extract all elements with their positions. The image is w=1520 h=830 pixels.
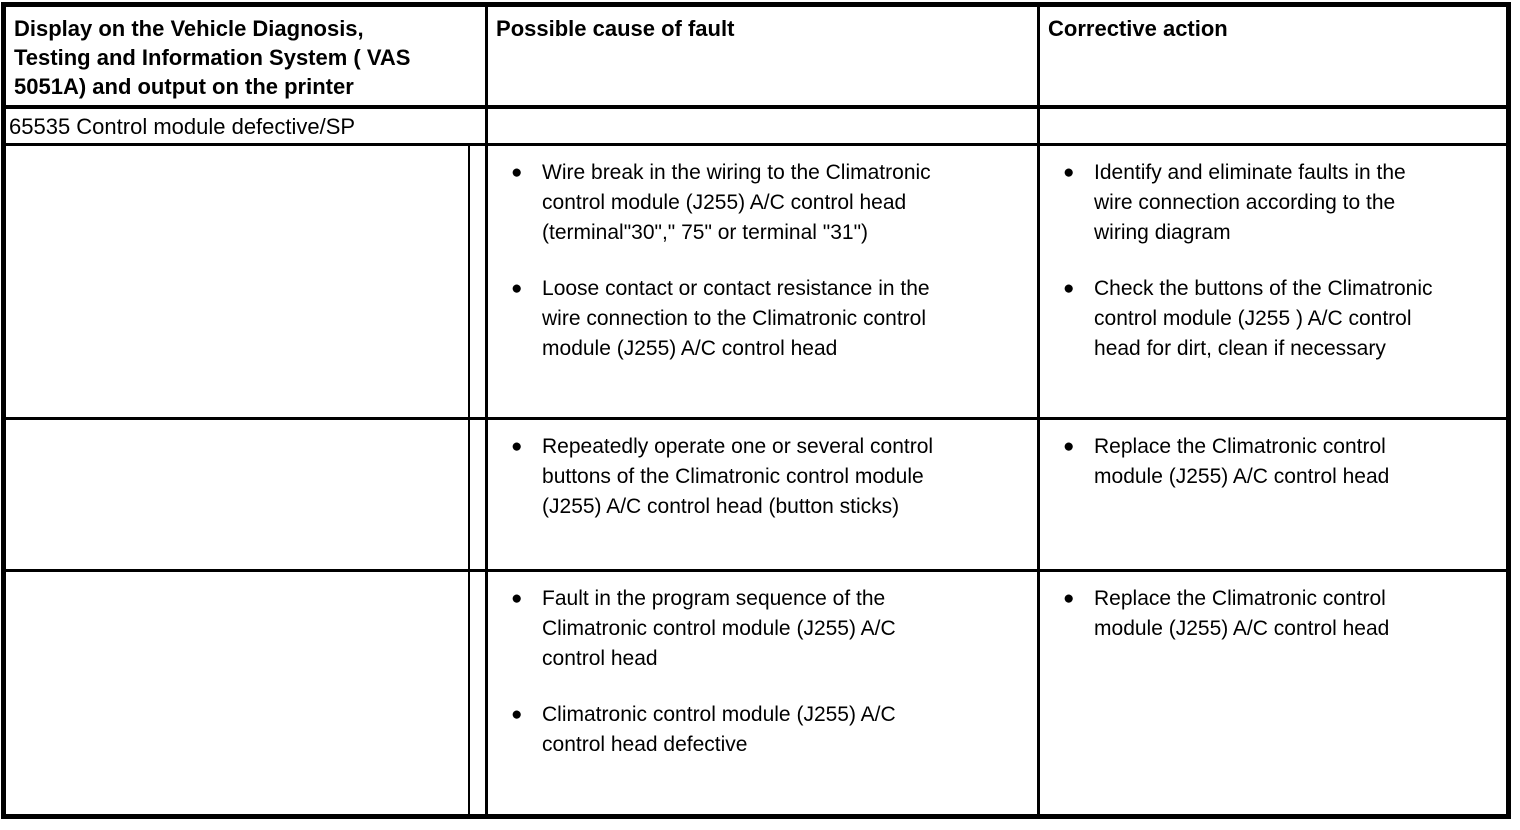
action-text: Replace the Climatronic control module (… bbox=[1094, 587, 1390, 640]
action-item: ● Identify and eliminate faults in the wi… bbox=[1040, 158, 1496, 248]
action-list: ● Identify and eliminate faults in the wi… bbox=[1040, 158, 1496, 364]
header-cell-possible-cause: Possible cause of fault bbox=[485, 3, 1041, 109]
cause-text: Fault in the program sequence of the Cli… bbox=[542, 587, 896, 670]
cause-list: ● Fault in the program sequence of the Cl… bbox=[488, 584, 1027, 760]
display-empty-strip-cell bbox=[467, 417, 489, 572]
bullet-icon: ● bbox=[511, 588, 523, 609]
display-empty-cell bbox=[2, 569, 470, 818]
header-row: Display on the Vehicle Diagnosis, Testin… bbox=[1, 3, 1511, 109]
table-row: ● Fault in the program sequence of the Cl… bbox=[2, 569, 1511, 818]
bullet-icon: ● bbox=[511, 162, 523, 183]
cause-item: ● Repeatedly operate one or several contr… bbox=[488, 432, 1027, 522]
action-text: Replace the Climatronic control module (… bbox=[1094, 435, 1390, 488]
display-empty-strip-cell bbox=[467, 569, 489, 818]
cause-list: ● Repeatedly operate one or several contr… bbox=[488, 432, 1027, 522]
bullet-icon: ● bbox=[1063, 278, 1075, 299]
bullet-icon: ● bbox=[1063, 588, 1075, 609]
action-item: ● Check the buttons of the Climatronic co… bbox=[1040, 274, 1496, 364]
cause-cell: ● Repeatedly operate one or several contr… bbox=[485, 417, 1041, 572]
fault-row-empty-cause-cell bbox=[485, 105, 1041, 146]
cause-item: ● Fault in the program sequence of the Cl… bbox=[488, 584, 1027, 674]
table-row: ● Repeatedly operate one or several contr… bbox=[2, 417, 1511, 572]
action-item: ● Replace the Climatronic control module … bbox=[1040, 584, 1496, 644]
display-empty-strip-cell bbox=[467, 143, 489, 420]
action-cell: ● Replace the Climatronic control module … bbox=[1037, 417, 1511, 572]
action-list: ● Replace the Climatronic control module … bbox=[1040, 432, 1496, 492]
cause-item: ● Climatronic control module (J255) A/C c… bbox=[488, 700, 1027, 760]
bullet-icon: ● bbox=[511, 278, 523, 299]
action-cell: ● Identify and eliminate faults in the wi… bbox=[1037, 143, 1511, 420]
cause-text: Climatronic control module (J255) A/C co… bbox=[542, 703, 896, 756]
cause-item: ● Loose contact or contact resistance in … bbox=[488, 274, 1027, 364]
fault-code-row: 65535 Control module defective/SP bbox=[1, 105, 1511, 146]
action-text: Identify and eliminate faults in the wir… bbox=[1094, 161, 1406, 244]
action-item: ● Replace the Climatronic control module … bbox=[1040, 432, 1496, 492]
bullet-icon: ● bbox=[511, 436, 523, 457]
bullet-icon: ● bbox=[1063, 162, 1075, 183]
fault-diagnosis-table: Display on the Vehicle Diagnosis, Testin… bbox=[1, 2, 1512, 819]
action-text: Check the buttons of the Climatronic con… bbox=[1094, 277, 1433, 360]
cause-cell: ● Fault in the program sequence of the Cl… bbox=[485, 569, 1041, 818]
display-empty-cell bbox=[2, 417, 470, 572]
action-list: ● Replace the Climatronic control module … bbox=[1040, 584, 1496, 644]
action-cell: ● Replace the Climatronic control module … bbox=[1037, 569, 1511, 818]
fault-row-empty-action-cell bbox=[1037, 105, 1511, 146]
fault-code-cell: 65535 Control module defective/SP bbox=[1, 105, 489, 146]
display-empty-cell bbox=[2, 143, 470, 420]
cause-text: Loose contact or contact resistance in t… bbox=[542, 277, 930, 360]
bullet-icon: ● bbox=[1063, 436, 1075, 457]
cause-text: Wire break in the wiring to the Climatro… bbox=[542, 161, 931, 244]
cause-text: Repeatedly operate one or several contro… bbox=[542, 435, 934, 518]
header-cell-display: Display on the Vehicle Diagnosis, Testin… bbox=[1, 3, 489, 109]
header-cell-corrective-action: Corrective action bbox=[1037, 3, 1511, 109]
bullet-icon: ● bbox=[511, 704, 523, 725]
cause-cell: ● Wire break in the wiring to the Climatr… bbox=[485, 143, 1041, 420]
table-row: ● Wire break in the wiring to the Climatr… bbox=[2, 143, 1511, 420]
cause-list: ● Wire break in the wiring to the Climatr… bbox=[488, 158, 1027, 364]
cause-item: ● Wire break in the wiring to the Climatr… bbox=[488, 158, 1027, 248]
